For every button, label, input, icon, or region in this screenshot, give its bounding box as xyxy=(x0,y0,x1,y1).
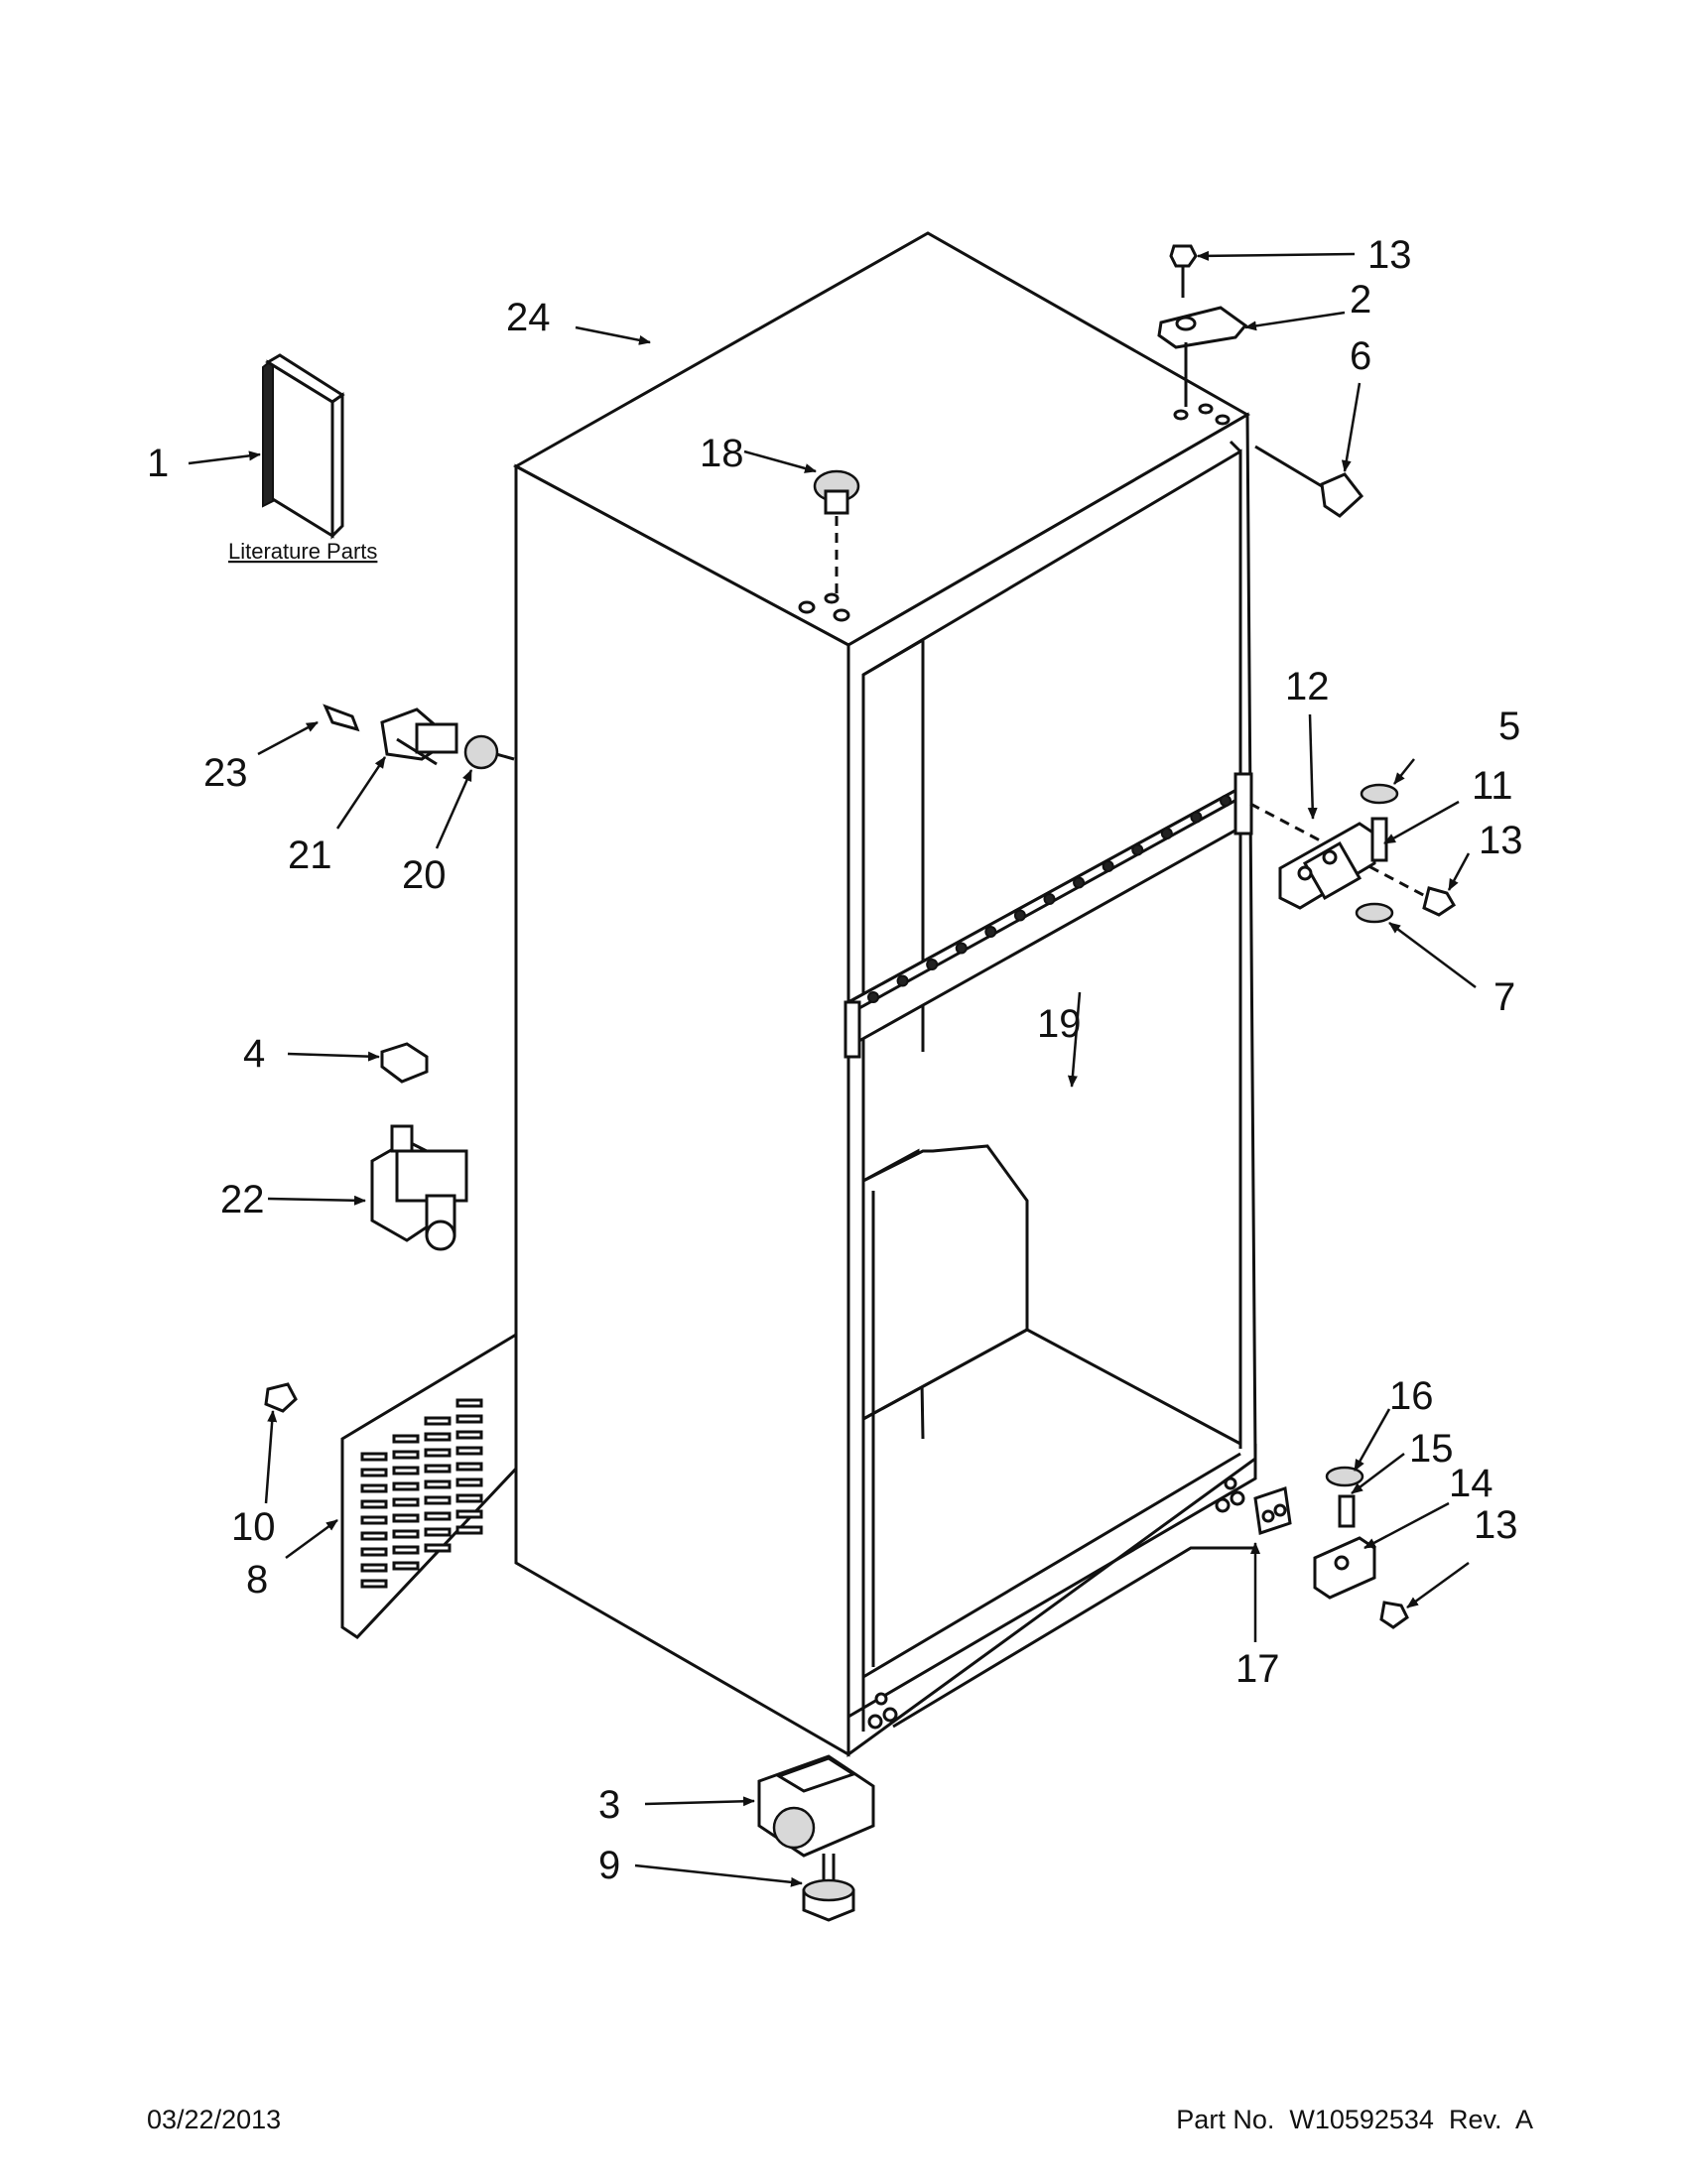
callout-6: 6 xyxy=(1350,334,1371,378)
rail-hole xyxy=(1043,893,1056,905)
rail-hole xyxy=(1013,909,1026,922)
vent-slot xyxy=(455,1446,483,1456)
callout-15: 15 xyxy=(1409,1427,1454,1471)
vent-slot xyxy=(455,1493,483,1503)
vent-slot xyxy=(392,1529,420,1539)
vent-slot xyxy=(392,1513,420,1523)
vent-slot xyxy=(455,1462,483,1472)
rail-hole xyxy=(1102,860,1114,872)
vent-slot xyxy=(360,1547,388,1557)
bottom-hinge xyxy=(1253,1466,1409,1629)
vent-slot xyxy=(392,1561,420,1571)
vent-slot xyxy=(424,1464,452,1474)
vent-slot xyxy=(392,1481,420,1491)
vent-slot xyxy=(424,1416,452,1426)
vent-slot xyxy=(455,1509,483,1519)
rail-hole xyxy=(984,926,997,938)
rail-hole xyxy=(955,942,968,955)
water-valve xyxy=(370,1124,468,1251)
rail-hole xyxy=(1073,876,1086,889)
vent-slot xyxy=(392,1434,420,1444)
callout-22: 22 xyxy=(220,1178,265,1221)
vent-slot xyxy=(424,1527,452,1537)
callout-3: 3 xyxy=(598,1783,620,1827)
callout-12: 12 xyxy=(1285,665,1330,708)
clip-part-4 xyxy=(380,1042,429,1084)
callout-20: 20 xyxy=(402,853,447,897)
vent-slot xyxy=(424,1479,452,1489)
callout-24: 24 xyxy=(506,296,551,339)
vent-slot xyxy=(424,1511,452,1521)
callout-17: 17 xyxy=(1235,1647,1280,1691)
top-hinge xyxy=(1157,244,1364,518)
vent-slot xyxy=(360,1483,388,1493)
callout-1: 1 xyxy=(147,442,169,485)
vent-slot xyxy=(424,1495,452,1505)
callout-18: 18 xyxy=(700,432,744,475)
vent-slot xyxy=(360,1531,388,1541)
roller-assembly xyxy=(757,1754,875,1922)
rail-hole xyxy=(926,959,939,970)
water-valve-connector xyxy=(323,704,515,770)
middle-hinge xyxy=(1249,783,1457,924)
callout-13-bottom: 13 xyxy=(1474,1503,1518,1547)
callout-leaders xyxy=(188,250,1477,1887)
vent-slot xyxy=(360,1563,388,1573)
vent-slot xyxy=(392,1545,420,1555)
access-cover-panel xyxy=(264,1332,518,1639)
vent-slot xyxy=(455,1525,483,1535)
callout-9: 9 xyxy=(598,1844,620,1887)
vent-slot xyxy=(455,1398,483,1408)
vent-slot xyxy=(360,1499,388,1509)
plug-button xyxy=(813,469,860,595)
callout-13-top: 13 xyxy=(1367,233,1412,277)
vent-slot xyxy=(424,1543,452,1553)
vent-slot xyxy=(424,1432,452,1442)
cabinet xyxy=(512,231,1257,1757)
literature-parts-label: Literature Parts xyxy=(228,539,377,564)
vent-slot xyxy=(455,1414,483,1424)
footer-date: 03/22/2013 xyxy=(147,2105,281,2134)
callout-21: 21 xyxy=(288,834,332,877)
literature-booklet: Literature Parts xyxy=(228,353,377,564)
vent-slot xyxy=(360,1452,388,1462)
vent-slot xyxy=(360,1515,388,1525)
vent-slot xyxy=(392,1497,420,1507)
rail-hole xyxy=(1220,795,1232,807)
rail-hole xyxy=(1131,843,1144,856)
rail-hole xyxy=(1190,811,1203,824)
callout-16: 16 xyxy=(1389,1374,1434,1418)
callout-5: 5 xyxy=(1498,705,1520,748)
vent-slot xyxy=(424,1448,452,1458)
callout-19: 19 xyxy=(1037,1002,1082,1046)
vent-slot xyxy=(455,1477,483,1487)
callout-2: 2 xyxy=(1350,278,1371,321)
callout-7: 7 xyxy=(1493,975,1515,1019)
rail-hole xyxy=(867,991,879,1003)
callout-23: 23 xyxy=(203,751,248,795)
vent-slot xyxy=(455,1430,483,1440)
vent-slot xyxy=(360,1579,388,1589)
vent-slot xyxy=(392,1466,420,1476)
vent-slot xyxy=(392,1450,420,1460)
rail-hole xyxy=(896,974,909,987)
callout-8: 8 xyxy=(246,1558,268,1602)
center-hinge-rail xyxy=(844,772,1253,1059)
callout-4: 4 xyxy=(243,1032,265,1076)
callout-14: 14 xyxy=(1449,1462,1493,1505)
vent-slot xyxy=(360,1468,388,1477)
callout-numbers: 1 2 3 4 5 6 7 8 9 10 11 12 13 13 13 14 1… xyxy=(147,233,1523,1887)
footer-part-number: Part No. W10592534 Rev. A xyxy=(1176,2105,1533,2134)
rail-hole xyxy=(1160,828,1173,839)
callout-10: 10 xyxy=(231,1505,276,1549)
callout-13-middle: 13 xyxy=(1479,819,1523,862)
callout-11: 11 xyxy=(1472,764,1513,808)
